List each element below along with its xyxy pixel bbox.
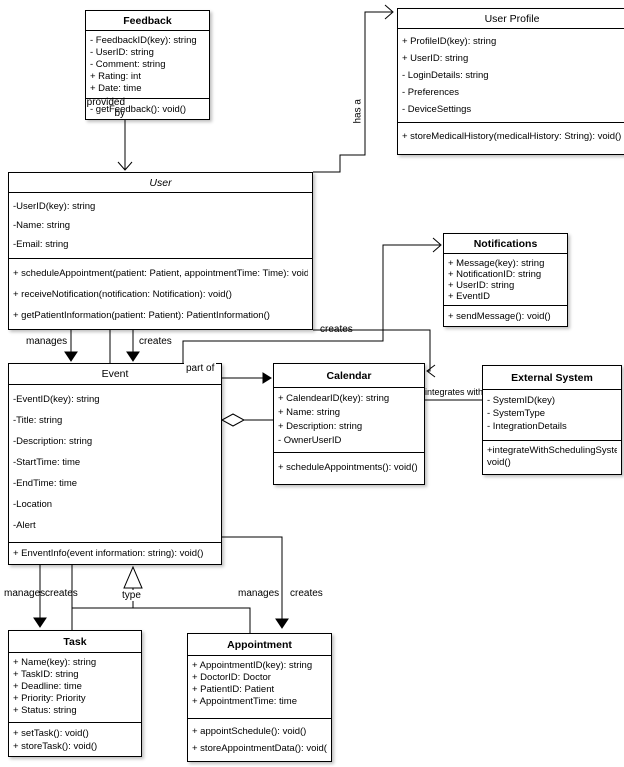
class-attributes: + ProfileID(key): string+ UserID: string… (398, 29, 624, 123)
edge-event-part-of-calendar[interactable] (222, 372, 272, 384)
class-attributes: + Message(key): string+ NotificationID: … (444, 254, 567, 306)
edge-label-integrates-with: integrates with (425, 387, 484, 397)
class-methods: + EnventInfo(event information: string):… (13, 548, 204, 559)
edge-label-has-a: has a (352, 99, 364, 124)
class-methods: + scheduleAppointments(): void() (278, 462, 418, 473)
edge-label-manages-task: manages (4, 588, 46, 599)
class-external-system[interactable]: External System - SystemID(key)- SystemT… (482, 365, 622, 475)
class-user-profile[interactable]: User Profile + ProfileID(key): string+ U… (397, 8, 624, 155)
class-attributes: + CalendearID(key): string+ Name: string… (274, 388, 424, 453)
class-methods: + scheduleAppointment(patient: Patient, … (13, 268, 308, 321)
class-notifications[interactable]: Notifications + Message(key): string+ No… (443, 233, 568, 327)
class-methods: + storeMedicalHistory(medicalHistory: St… (402, 131, 622, 142)
class-feedback[interactable]: Feedback - FeedbackID(key): string- User… (85, 10, 210, 120)
class-title: External System (483, 366, 621, 390)
class-title: User (9, 173, 312, 193)
class-title: Calendar (274, 364, 424, 388)
class-title: User Profile (398, 9, 624, 29)
class-attributes: - SystemID(key)- SystemType- Integration… (483, 390, 621, 441)
edge-generalization-type[interactable] (123, 565, 143, 608)
edge-event-aggregation-calendar[interactable] (220, 413, 273, 427)
edge-label-manages-left: manages (26, 336, 68, 347)
class-event[interactable]: Event -EventID(key): string-Title: strin… (8, 363, 222, 565)
edge-label-creates-task: creates (45, 588, 78, 599)
class-title: Feedback (86, 11, 209, 31)
edge-label-type: type (120, 590, 143, 601)
edge-event-creates-bus[interactable] (71, 565, 251, 633)
class-user[interactable]: User -UserID(key): string-Name: string-E… (8, 172, 313, 330)
edge-event-manages-appointment[interactable] (222, 536, 289, 629)
class-title: Task (9, 631, 141, 653)
edge-label-manages-appointment: manages (238, 588, 280, 599)
class-title: Event (9, 364, 221, 385)
class-methods: + setTask(): void()+ storeTask(): void() (13, 728, 98, 752)
class-calendar[interactable]: Calendar + CalendearID(key): string+ Nam… (273, 363, 425, 485)
edge-user-creates-event[interactable] (126, 330, 140, 362)
class-task[interactable]: Task + Name(key): string+ TaskID: string… (8, 630, 142, 757)
edge-label-creates-left: creates (139, 336, 172, 347)
edge-label-creates-appointment: creates (290, 588, 323, 599)
class-methods: - getFeedback(): void() (90, 104, 187, 115)
class-title: Notifications (444, 234, 567, 254)
edge-label-creates-mid: creates (320, 324, 353, 335)
edge-feedback-provided-by-user[interactable] (117, 120, 133, 171)
class-attributes: - FeedbackID(key): string- UserID: strin… (86, 31, 209, 99)
edge-label-part-of: part of (184, 363, 217, 374)
class-attributes: -EventID(key): string-Title: string-Desc… (9, 385, 221, 543)
class-attributes: + AppointmentID(key): string+ DoctorID: … (188, 656, 331, 719)
class-methods: + appointSchedule(): void()+ storeAppoin… (192, 726, 327, 754)
edge-label-provided-by: provided by (86, 97, 125, 119)
class-appointment[interactable]: Appointment + AppointmentID(key): string… (187, 633, 332, 762)
class-methods: + sendMessage(): void() (448, 311, 551, 322)
class-attributes: + Name(key): string+ TaskID: string+ Dea… (9, 653, 141, 723)
class-title: Appointment (188, 634, 331, 656)
class-methods: +integrateWithSchedulingSystem():void() (487, 445, 617, 468)
class-attributes: -UserID(key): string-Name: string-Email:… (9, 193, 312, 259)
